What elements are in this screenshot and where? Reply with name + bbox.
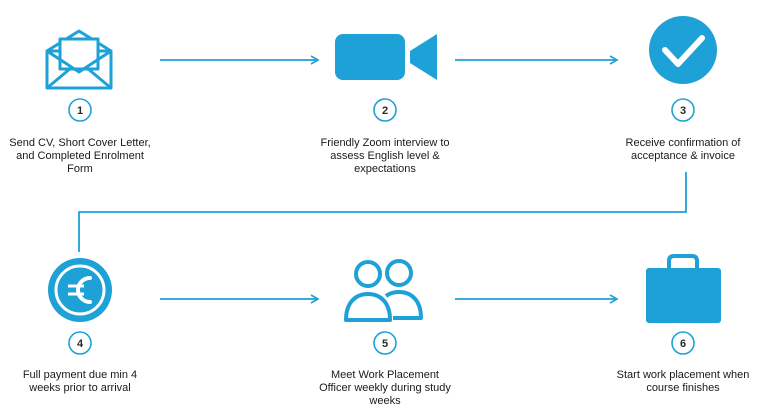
svg-text:4: 4 [77, 338, 84, 350]
step-number-4: 4 [68, 331, 92, 355]
step-1-label: Send CV, Short Cover Letter, and Complet… [9, 137, 151, 175]
svg-text:6: 6 [680, 338, 686, 350]
svg-text:5: 5 [382, 338, 388, 350]
briefcase-icon [646, 254, 721, 323]
step-2-label: Friendly Zoom interview to assess Englis… [320, 137, 450, 175]
step-3-label: Receive confirmation of acceptance & inv… [625, 137, 741, 162]
step-6-label: Start work placement when course finishe… [616, 369, 750, 394]
euro-coin-icon [48, 258, 112, 322]
step-number-2: 2 [373, 98, 397, 122]
svg-text:1: 1 [77, 105, 83, 117]
checkmark-circle-icon [649, 16, 717, 84]
svg-text:3: 3 [680, 105, 686, 117]
video-camera-icon [335, 34, 437, 80]
step-5-label: Meet Work Placement Officer weekly durin… [319, 369, 451, 407]
connector-3-to-4 [78, 172, 687, 252]
step-number-3: 3 [671, 98, 695, 122]
step-number-1: 1 [68, 98, 92, 122]
step-number-5: 5 [373, 331, 397, 355]
people-icon [344, 259, 423, 322]
envelope-icon [45, 29, 113, 90]
step-4-label: Full payment due min 4 weeks prior to ar… [22, 369, 138, 394]
step-number-6: 6 [671, 331, 695, 355]
svg-text:2: 2 [382, 105, 388, 117]
